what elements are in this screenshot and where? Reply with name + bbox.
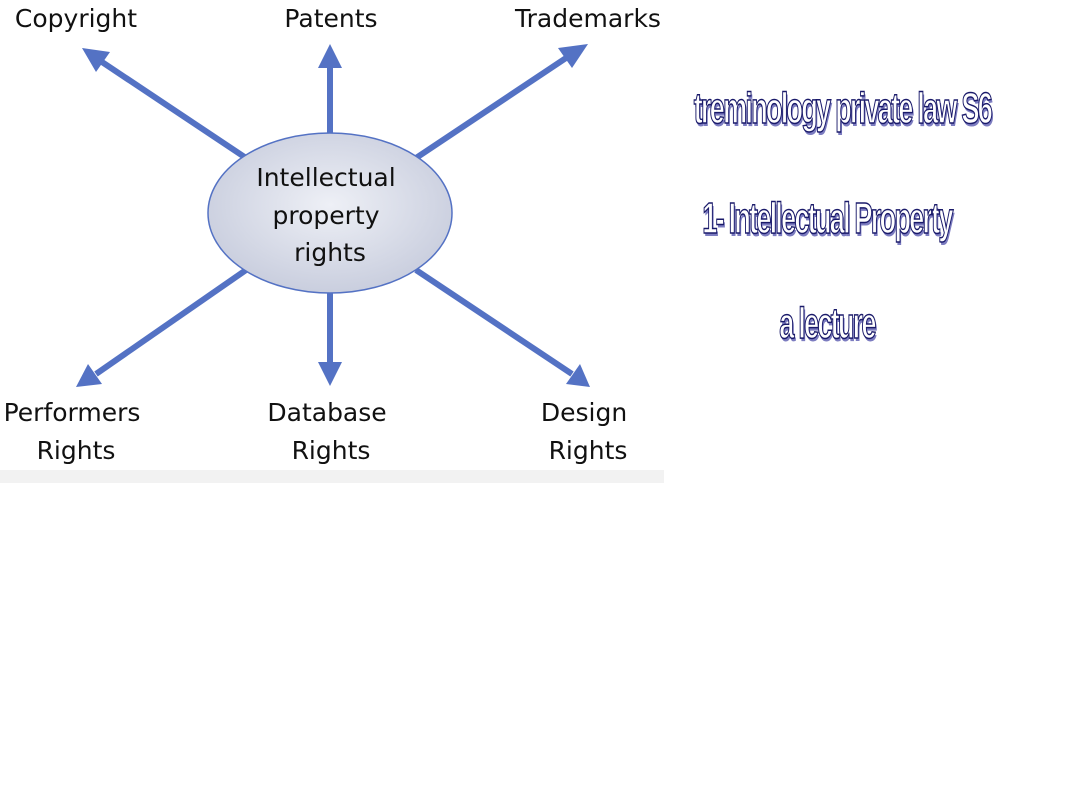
node-label-patents: Patents [284,4,377,33]
arrow-to-patents [318,44,342,134]
title-line-1: treminology private law S6 [693,83,993,134]
arrow-to-design [414,267,590,387]
center-ellipse [207,132,453,294]
center-label-line: rights [294,238,366,267]
arrow-to-copyright [82,48,248,161]
title-line-3: a lecture [779,298,877,349]
center-label-line: Intellectual [256,163,395,192]
node-label-design: Design Rights [541,398,635,465]
arrow-to-performers [76,267,248,387]
node-label-copyright: Copyright [15,4,137,33]
center-label-line: property [273,201,380,230]
node-label-line: Performers [4,398,141,427]
node-label-line: Rights [549,436,628,465]
node-label-trademarks: Trademarks [514,4,661,33]
title-line-2: 1- Intellectual Property [702,193,954,244]
center-label: Intellectual property rights [256,163,403,267]
arrow-layer [76,44,590,387]
diagram-panel: Intellectual property rights Copyright P… [0,0,664,483]
diagram-canvas: Intellectual property rights Copyright P… [0,0,664,470]
node-label-line: Rights [292,436,371,465]
node-label-line: Design [541,398,627,427]
node-label-database: Database Rights [267,398,394,465]
node-label-performers: Performers Rights [4,398,149,465]
node-label-line: Database [267,398,386,427]
node-label-line: Rights [37,436,116,465]
ip-rights-diagram: Intellectual property rights Copyright P… [4,4,661,465]
arrow-to-database [318,292,342,386]
arrow-to-trademarks [414,44,588,161]
